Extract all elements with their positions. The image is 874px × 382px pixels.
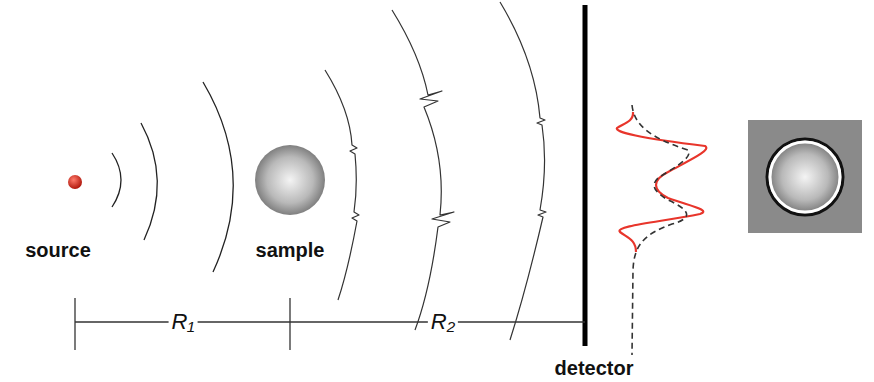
intensity-profile-reference [632, 105, 689, 355]
sample-label: sample [256, 239, 325, 261]
distorted-wavefronts [325, 2, 546, 340]
distance-label: R₁ [169, 310, 198, 334]
image-ring-dark [767, 139, 843, 215]
distance-scale [75, 298, 585, 350]
sample-sphere [255, 145, 325, 215]
image-panel [748, 120, 862, 233]
intensity-profile [617, 112, 707, 252]
detector-label: detector [555, 357, 634, 379]
distance-label: R₂ [428, 310, 458, 334]
source-dot [68, 175, 82, 189]
detector-plane [583, 5, 588, 346]
image-sphere [770, 142, 840, 212]
wavefronts [112, 82, 233, 272]
source-label: source [25, 239, 91, 261]
